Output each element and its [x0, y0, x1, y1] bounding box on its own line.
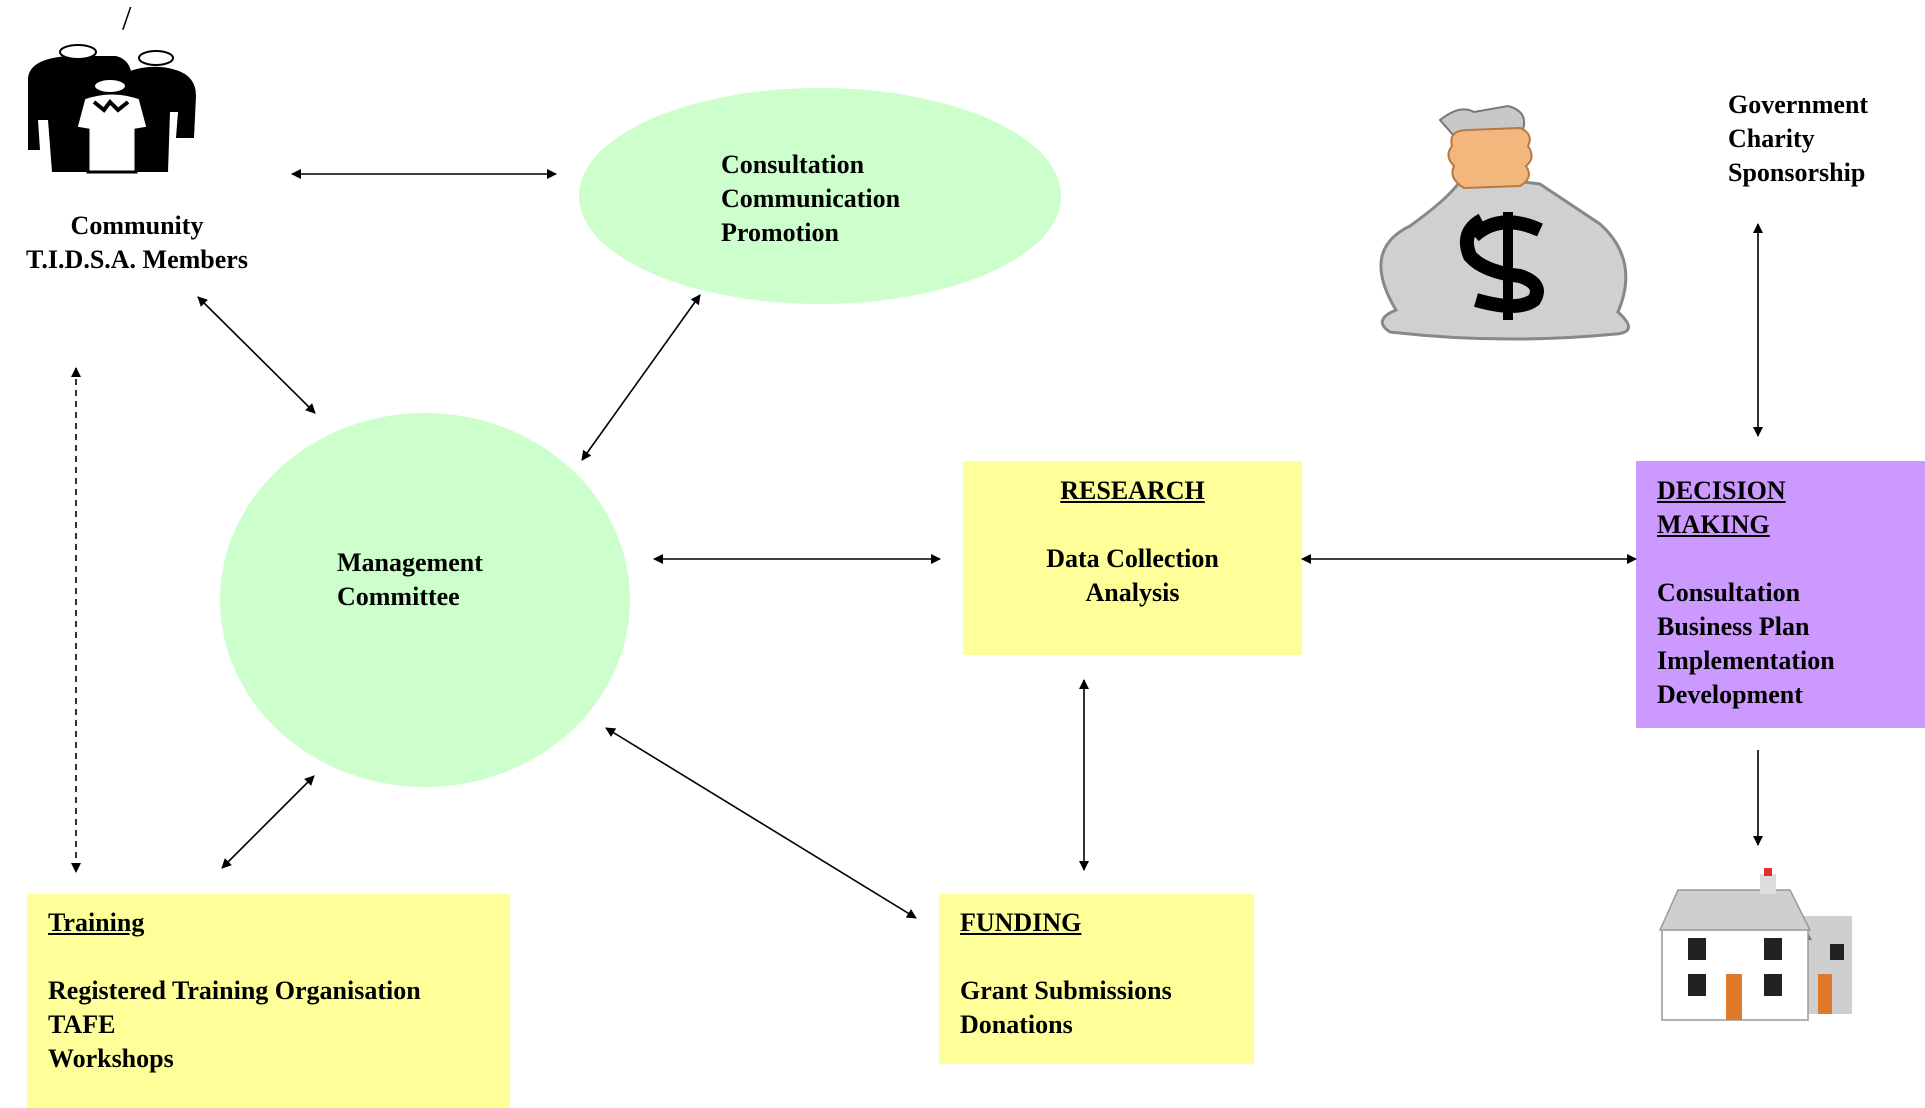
training-line: Workshops — [48, 1044, 174, 1073]
funding-box — [939, 894, 1254, 1064]
funding-source-line: Government — [1728, 90, 1869, 119]
community-people-icon — [28, 44, 196, 174]
funding-line: Grant Submissions — [960, 976, 1172, 1005]
training-text: Training Registered Training Organisatio… — [48, 906, 421, 1076]
decision-line: Consultation — [1657, 578, 1801, 607]
consultation-ellipse — [579, 88, 1061, 304]
community-label-line: Community — [70, 211, 204, 240]
funding-heading: FUNDING — [960, 908, 1082, 937]
consultation-line: Promotion — [721, 218, 839, 247]
funding-source-line: Charity — [1728, 124, 1815, 153]
training-line: TAFE — [48, 1010, 116, 1039]
research-text: RESEARCH Data Collection Analysis — [963, 474, 1302, 610]
consultation-line: Consultation — [721, 150, 865, 179]
funding-text: FUNDING Grant Submissions Donations — [960, 906, 1172, 1042]
management-text: Management Committee — [337, 546, 483, 614]
funding-line: Donations — [960, 1010, 1073, 1039]
research-heading: RESEARCH — [1060, 476, 1205, 505]
research-line: Data Collection — [1046, 544, 1219, 573]
decision-line: Implementation — [1657, 646, 1835, 675]
arrow-management-funding — [605, 727, 917, 919]
money-bag-dollar: $ — [1460, 200, 1521, 320]
arrow-consultation-management — [581, 294, 701, 461]
arrow-management-training — [221, 775, 315, 869]
house-icon — [1658, 868, 1852, 1021]
management-circle — [220, 413, 630, 787]
training-heading: Training — [48, 908, 145, 937]
community-label: Community T.I.D.S.A. Members — [10, 209, 264, 277]
research-box — [963, 461, 1302, 655]
training-box — [27, 894, 510, 1108]
consultation-line: Communication — [721, 184, 901, 213]
management-line: Committee — [337, 582, 460, 611]
decision-box — [1636, 461, 1925, 728]
consultation-text: Consultation Communication Promotion — [721, 148, 900, 250]
training-line: Registered Training Organisation — [48, 976, 421, 1005]
community-slash: / — [122, 0, 132, 37]
money-bag-icon — [1379, 104, 1630, 341]
connector-arrows — [71, 169, 1763, 919]
decision-text: DECISION MAKING Consultation Business Pl… — [1657, 474, 1835, 712]
community-label-line: T.I.D.S.A. Members — [26, 245, 248, 274]
arrow-community-management — [197, 296, 316, 414]
decision-heading: DECISION — [1657, 476, 1786, 505]
research-line: Analysis — [1085, 578, 1180, 607]
management-line: Management — [337, 548, 483, 577]
decision-line: Development — [1657, 680, 1803, 709]
funding-sources-text: Government Charity Sponsorship — [1728, 88, 1868, 190]
decision-heading: MAKING — [1657, 510, 1770, 539]
decision-line: Business Plan — [1657, 612, 1810, 641]
funding-source-line: Sponsorship — [1728, 158, 1866, 187]
